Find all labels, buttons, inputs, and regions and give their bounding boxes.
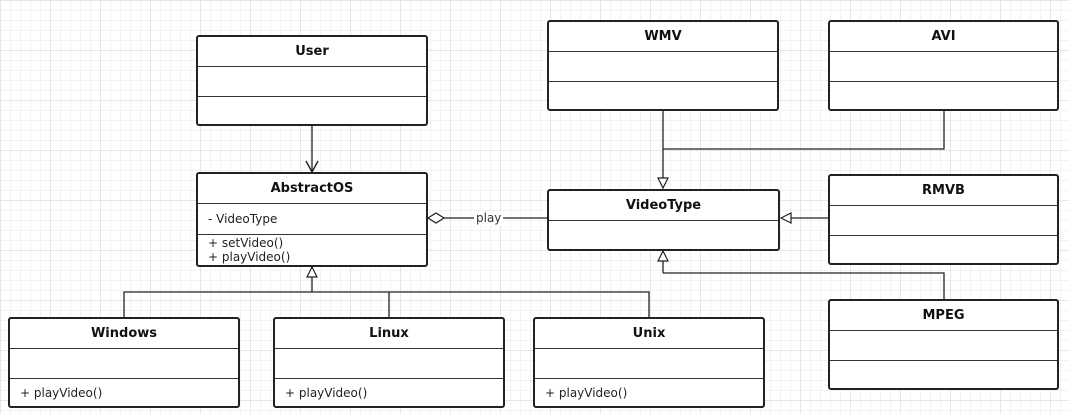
operations-compartment [830,82,1057,109]
aggregation-label: play [474,211,504,225]
class-name: MPEG [830,301,1057,331]
attributes-compartment [198,67,426,97]
operation: + playVideo() [208,250,291,264]
class-name: WMV [549,22,777,52]
operations-compartment [830,236,1057,263]
operations-compartment: + playVideo() [535,379,763,406]
operations-compartment [830,361,1057,388]
class-name: User [198,37,426,67]
operations-compartment [549,221,778,249]
operation: + playVideo() [285,385,368,400]
operations-compartment: + playVideo() [275,379,503,406]
mpeg-generalization-line [663,272,945,300]
class-name: VideoType [549,191,778,221]
operation: + playVideo() [20,385,103,400]
class-name: AbstractOS [198,174,426,204]
windows-generalization-line [123,291,312,317]
class-unix[interactable]: Unix + playVideo() [533,317,765,408]
class-name: AVI [830,22,1057,52]
class-linux[interactable]: Linux + playVideo() [273,317,505,408]
operation: + setVideo() [208,236,284,250]
class-wmv[interactable]: WMV [547,20,779,111]
attributes-compartment [10,349,238,379]
attributes-compartment [549,52,777,82]
operations-compartment: + setVideo() + playVideo() [198,235,426,265]
attribute: - VideoType [208,212,278,226]
class-abstractos[interactable]: AbstractOS - VideoType + setVideo() + pl… [196,172,428,267]
operation: + playVideo() [545,385,628,400]
class-name: Windows [10,319,238,349]
attributes-compartment [830,206,1057,236]
class-mpeg[interactable]: MPEG [828,299,1059,390]
unix-generalization-line [312,291,650,317]
avi-generalization-line [663,111,945,150]
class-rmvb[interactable]: RMVB [828,174,1059,265]
class-user[interactable]: User [196,35,428,126]
attributes-compartment: - VideoType [198,204,426,235]
attributes-compartment [830,331,1057,361]
attributes-compartment [830,52,1057,82]
class-name: Unix [535,319,763,349]
class-windows[interactable]: Windows + playVideo() [8,317,240,408]
operations-compartment [549,82,777,109]
operations-compartment [198,97,426,124]
class-avi[interactable]: AVI [828,20,1059,111]
class-videotype[interactable]: VideoType [547,189,780,251]
class-name: Linux [275,319,503,349]
attributes-compartment [275,349,503,379]
class-name: RMVB [830,176,1057,206]
attributes-compartment [535,349,763,379]
operations-compartment: + playVideo() [10,379,238,406]
